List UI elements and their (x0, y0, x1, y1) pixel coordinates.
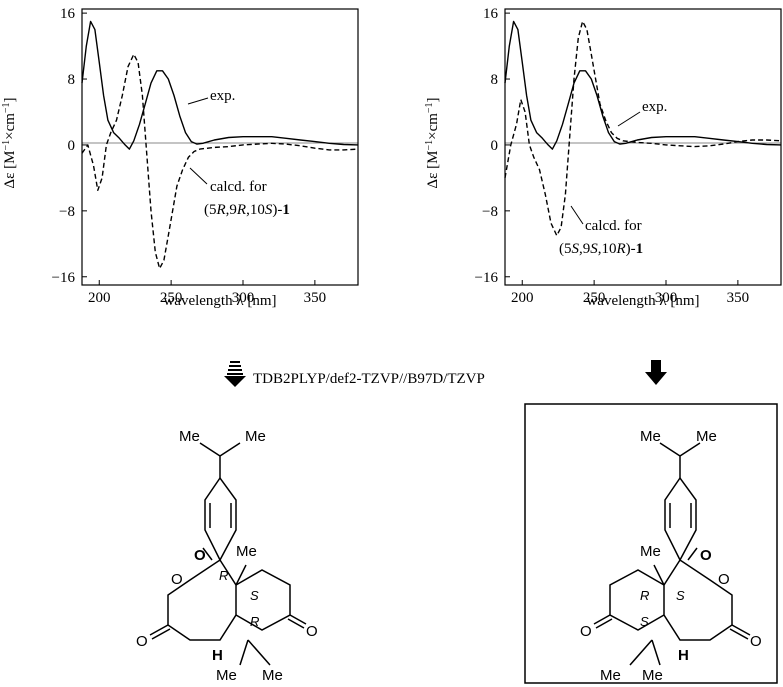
y-tick-label: −8 (59, 204, 75, 220)
y-tick-label: −16 (52, 270, 76, 286)
gem-dimethyl-bonds (239, 639, 271, 666)
series-layer (504, 20, 782, 237)
selected-structure-box (524, 403, 778, 684)
methyl-bond-top (235, 564, 247, 586)
x-axis-label: wavelength λ [nm] (163, 293, 276, 309)
ether-oxygen-label: O (718, 571, 730, 588)
x-tick-label: 250 (160, 290, 183, 306)
x-tick-label: 300 (232, 290, 255, 306)
methyl-label: Me (245, 428, 266, 445)
bridge-ring-bonds (204, 476, 237, 562)
annotation-calcd-line2: (5R,9R,10S)-1 (204, 202, 290, 218)
methyl-label: Me (262, 667, 283, 684)
ketone-oxygen-label: O (580, 623, 592, 640)
lactone-carbonyl-bond (729, 624, 751, 640)
y-ticks: 16 8 0 −8 −16 (475, 6, 510, 286)
methyl-label: Me (642, 667, 663, 684)
hydrogen-label: H (678, 647, 689, 664)
ring-b-bonds (235, 569, 291, 631)
hydrogen-label: H (212, 647, 223, 664)
structure-5S9S10R: Me Me O Me O O O H Me Me R S S (580, 428, 762, 684)
stereo-label: S (676, 588, 685, 603)
y-axis-label: Δε [M−1×cm−1] (1, 97, 18, 188)
annotation-exp-leader (617, 111, 641, 127)
lactone-oxygen-label: O (136, 633, 148, 650)
x-ticks: 200 250 300 350 (88, 280, 326, 306)
series-calcd-line (504, 20, 782, 237)
annotation-calcd-leader (570, 205, 584, 225)
annotation-calcd-line1: calcd. for (585, 218, 642, 234)
annotation-exp: exp. (642, 99, 667, 115)
stereo-label: S (250, 588, 259, 603)
series-exp-line (504, 20, 782, 150)
methyl-label: Me (640, 428, 661, 445)
y-tick-label: 8 (68, 72, 76, 88)
annotation-calcd-line2: (5S,9S,10R)-1 (559, 241, 643, 257)
y-tick-label: −16 (475, 270, 499, 286)
x-ticks: 200 250 300 350 (511, 280, 749, 306)
plot-frame (81, 8, 359, 286)
stereo-label: R (250, 614, 259, 629)
annotation-calcd-leader (189, 167, 208, 185)
y-tick-label: 8 (491, 72, 499, 88)
hashed-down-arrow-icon (224, 361, 246, 387)
solid-down-arrow-icon (645, 360, 667, 385)
cd-spectrum-left: 16 8 0 −8 −16 200 250 300 350 wavelength λ [nm]… (1, 6, 359, 309)
x-tick-label: 300 (655, 290, 678, 306)
ketone-bond (593, 614, 613, 629)
y-axis-label: Δε [M−1×cm−1] (424, 97, 441, 188)
ring-b-bonds (609, 569, 665, 631)
isopropyl-bonds (659, 442, 701, 478)
stereo-label: R (640, 588, 649, 603)
plot-frame (504, 8, 782, 286)
bridge-oxygen-label: O (194, 547, 206, 564)
methyl-label: Me (216, 667, 237, 684)
structure-5R9R10S: Me Me O Me O O O H Me Me R S R (136, 428, 318, 684)
x-axis-label: wavelength λ [nm] (586, 293, 699, 309)
bridge-oxygen-bond (687, 547, 698, 561)
bridge-oxygen-bond (202, 547, 213, 561)
methyl-bond-top (653, 564, 665, 586)
y-tick-label: 16 (483, 6, 499, 22)
ketone-oxygen-label: O (306, 623, 318, 640)
x-tick-label: 200 (88, 290, 111, 306)
methyl-label: Me (696, 428, 717, 445)
ring-a-bonds (663, 558, 733, 641)
ketone-bond (287, 614, 307, 629)
series-calcd-line (81, 53, 359, 270)
annotation-exp: exp. (210, 88, 235, 104)
annotation-exp-leader (187, 97, 209, 105)
y-tick-label: −8 (482, 204, 498, 220)
methyl-label: Me (640, 543, 661, 560)
bridge-ring-bonds (664, 476, 697, 562)
annotation-calcd-line1: calcd. for (210, 179, 267, 195)
x-tick-label: 200 (511, 290, 534, 306)
gem-dimethyl-bonds (629, 639, 661, 666)
isopropyl-bonds (199, 442, 241, 478)
stereo-label: S (640, 614, 649, 629)
series-exp-line (81, 20, 359, 150)
methyl-label: Me (179, 428, 200, 445)
y-tick-label: 16 (60, 6, 76, 22)
ring-a-bonds (167, 558, 237, 641)
lactone-oxygen-label: O (750, 633, 762, 650)
bridge-oxygen-label: O (700, 547, 712, 564)
ether-oxygen-label: O (171, 571, 183, 588)
x-tick-label: 250 (583, 290, 606, 306)
series-layer (81, 20, 359, 270)
lactone-carbonyl-bond (149, 624, 171, 640)
method-text: TDB2PLYP/def2-TZVP//B97D/TZVP (253, 371, 485, 387)
methyl-label: Me (600, 667, 621, 684)
methyl-label: Me (236, 543, 257, 560)
stereo-label: R (219, 568, 228, 583)
y-ticks: 16 8 0 −8 −16 (52, 6, 87, 286)
cd-spectrum-right: 16 8 0 −8 −16 200 250 300 350 wavelength λ [nm]… (424, 6, 782, 309)
x-tick-label: 350 (304, 290, 327, 306)
y-tick-label: 0 (68, 138, 76, 154)
x-tick-label: 350 (727, 290, 750, 306)
y-tick-label: 0 (491, 138, 499, 154)
method-row: TDB2PLYP/def2-TZVP//B97D/TZVP (224, 360, 667, 387)
